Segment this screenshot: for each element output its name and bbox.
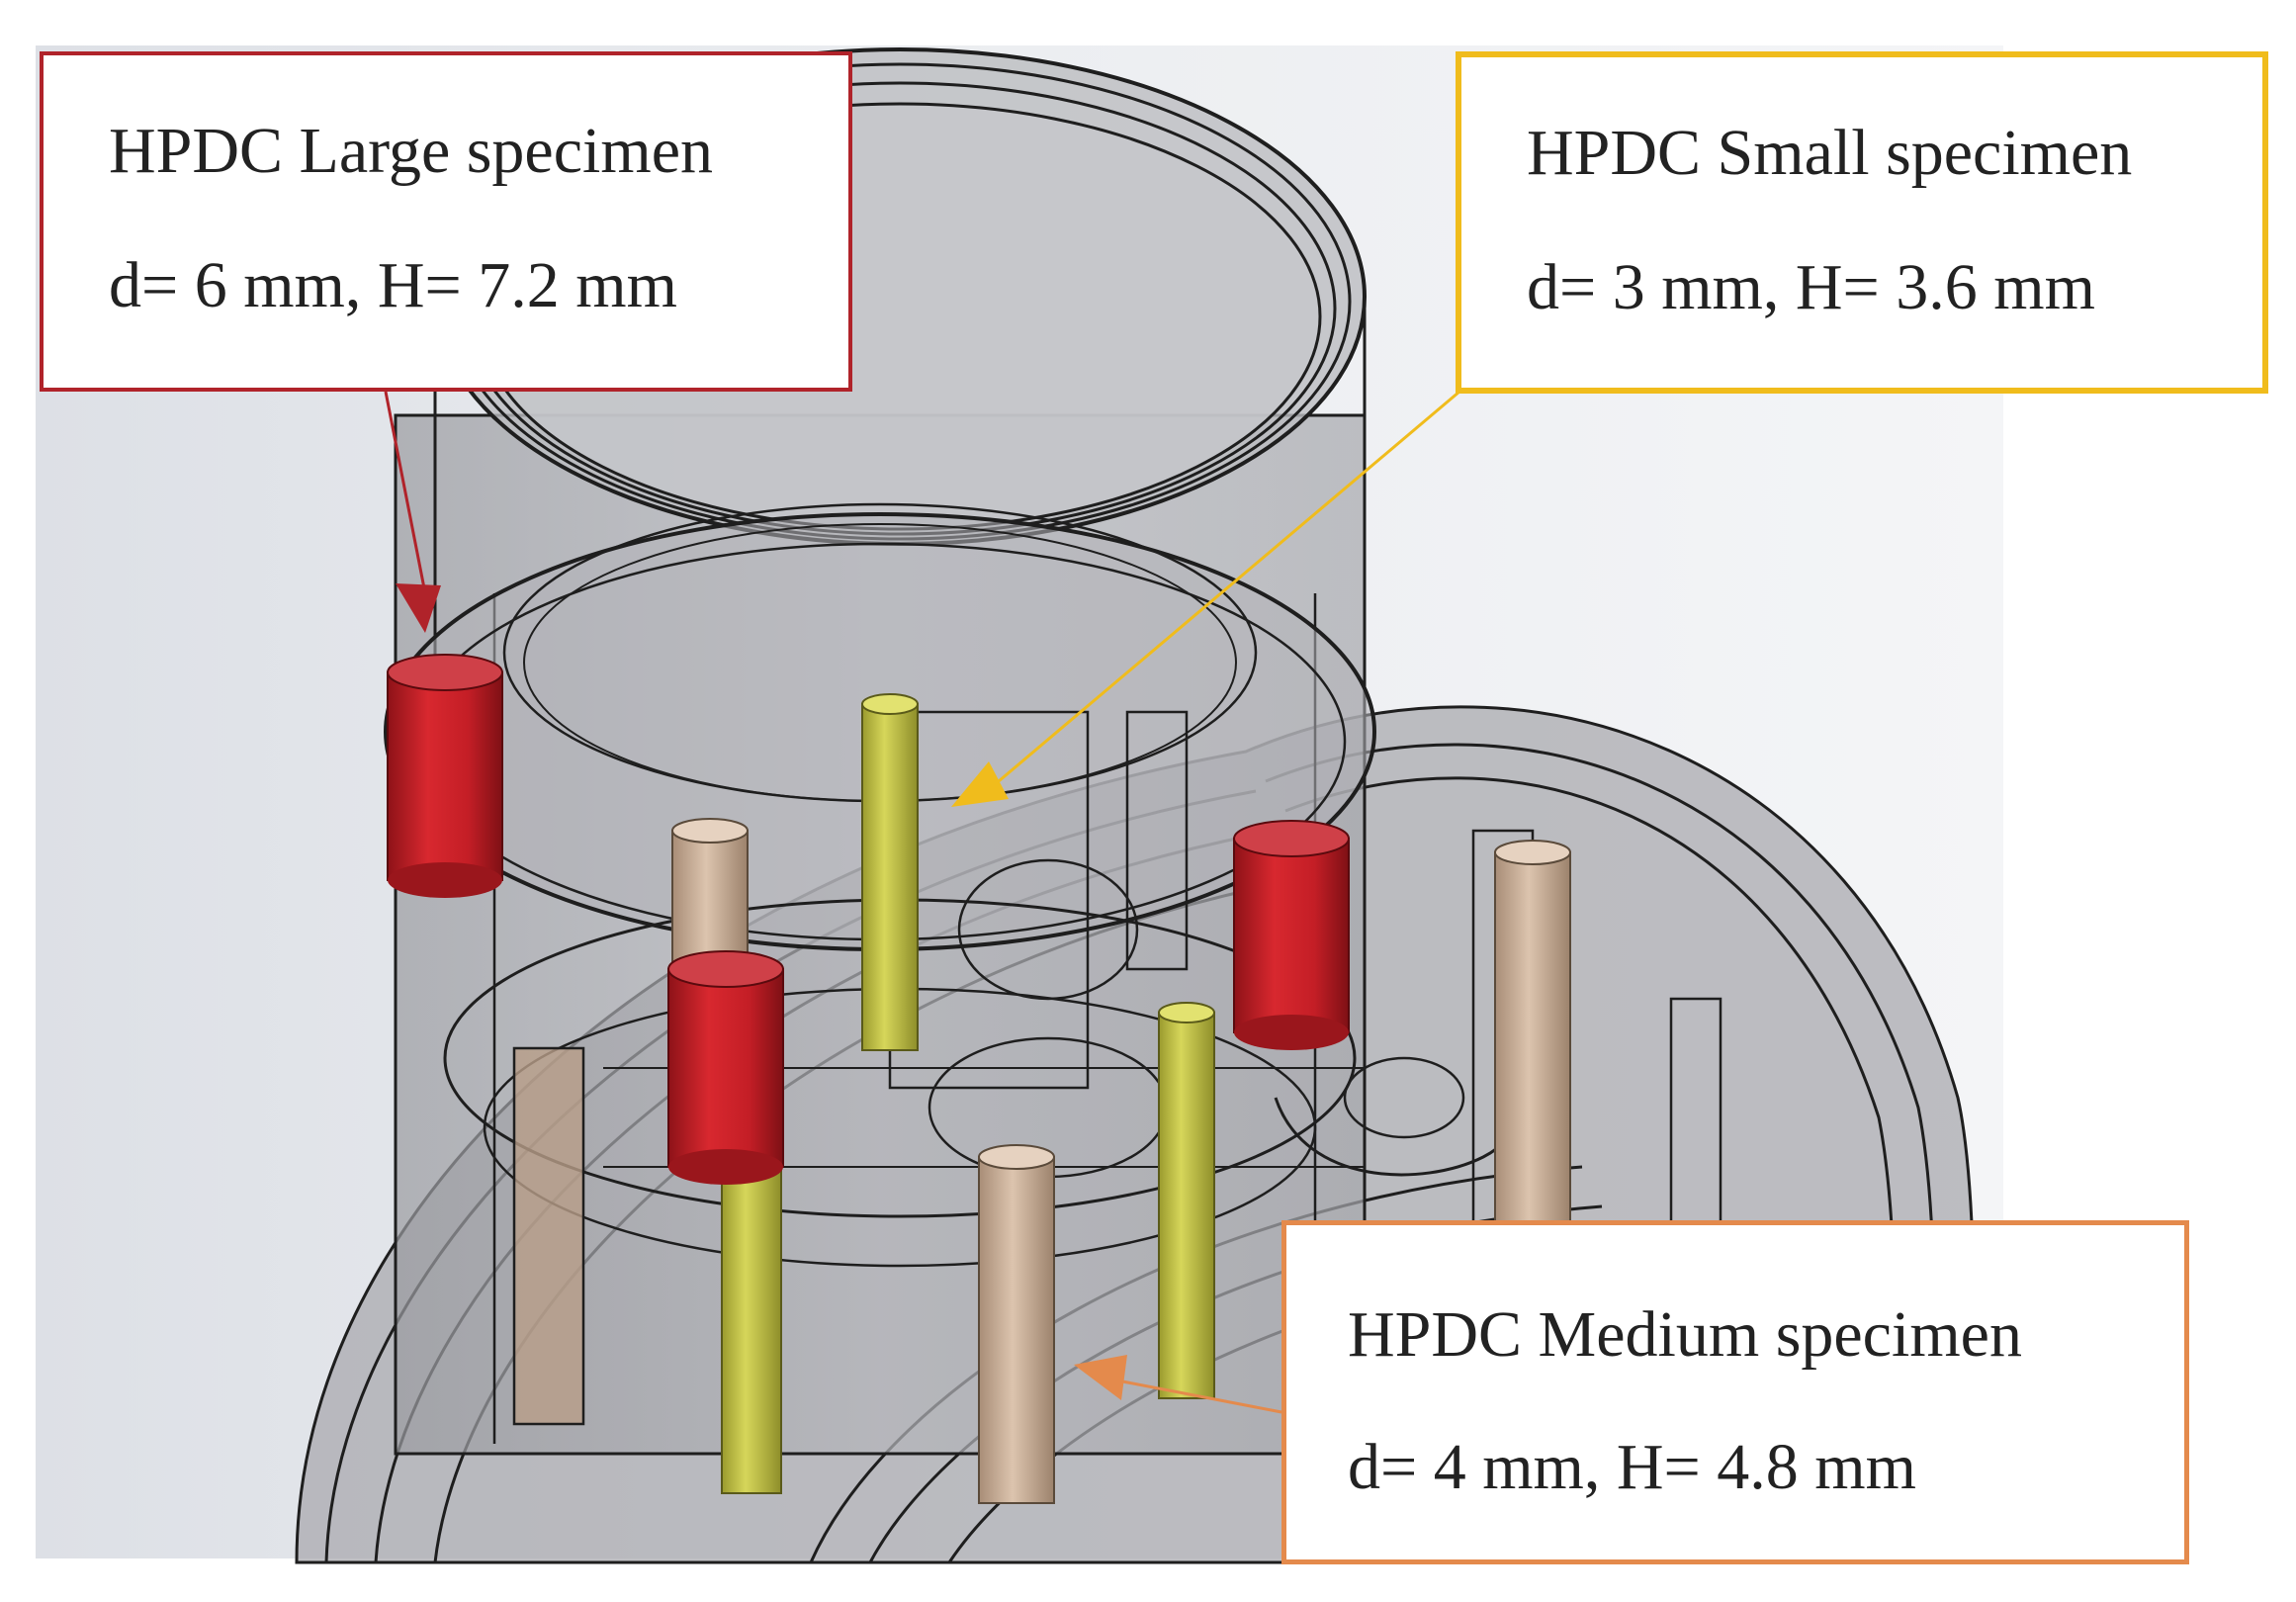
callout-medium-title: HPDC Medium specimen bbox=[1348, 1298, 2022, 1371]
callout-large-title: HPDC Large specimen bbox=[109, 115, 713, 187]
arrowhead-medium bbox=[1074, 1355, 1127, 1400]
specimen-small-3 bbox=[721, 1166, 782, 1494]
callout-small-dims: d= 3 mm, H= 3.6 mm bbox=[1527, 251, 2095, 323]
specimen-large-2 bbox=[667, 968, 784, 1168]
specimen-large-3 bbox=[1233, 838, 1350, 1033]
runner-left bbox=[512, 1046, 585, 1426]
specimen-small-1 bbox=[861, 703, 919, 1051]
specimen-small-group bbox=[721, 693, 1215, 1494]
specimen-large-group bbox=[387, 654, 1350, 1185]
callout-large-dims: d= 6 mm, H= 7.2 mm bbox=[109, 249, 677, 321]
leader-medium bbox=[1116, 1379, 1282, 1414]
arrowhead-small bbox=[951, 761, 1009, 807]
specimen-medium-2 bbox=[978, 1156, 1055, 1504]
leader-small bbox=[998, 390, 1460, 783]
callout-large-specimen: HPDC Large specimen d= 6 mm, H= 7.2 mm bbox=[40, 51, 852, 392]
callout-small-specimen: HPDC Small specimen d= 3 mm, H= 3.6 mm bbox=[1456, 51, 2268, 394]
specimen-large-1 bbox=[387, 671, 503, 881]
specimen-small-2 bbox=[1158, 1012, 1215, 1399]
callout-medium-specimen: HPDC Medium specimen d= 4 mm, H= 4.8 mm bbox=[1281, 1220, 2189, 1564]
arrow-icon bbox=[384, 391, 441, 633]
arrow-icon bbox=[1074, 1355, 1282, 1414]
specimen-medium-3 bbox=[1494, 851, 1571, 1279]
arrow-icon bbox=[951, 390, 1460, 807]
arrowhead-large bbox=[396, 583, 441, 633]
callout-medium-dims: d= 4 mm, H= 4.8 mm bbox=[1348, 1431, 1916, 1503]
callout-small-title: HPDC Small specimen bbox=[1527, 117, 2133, 189]
leader-large bbox=[384, 391, 427, 594]
